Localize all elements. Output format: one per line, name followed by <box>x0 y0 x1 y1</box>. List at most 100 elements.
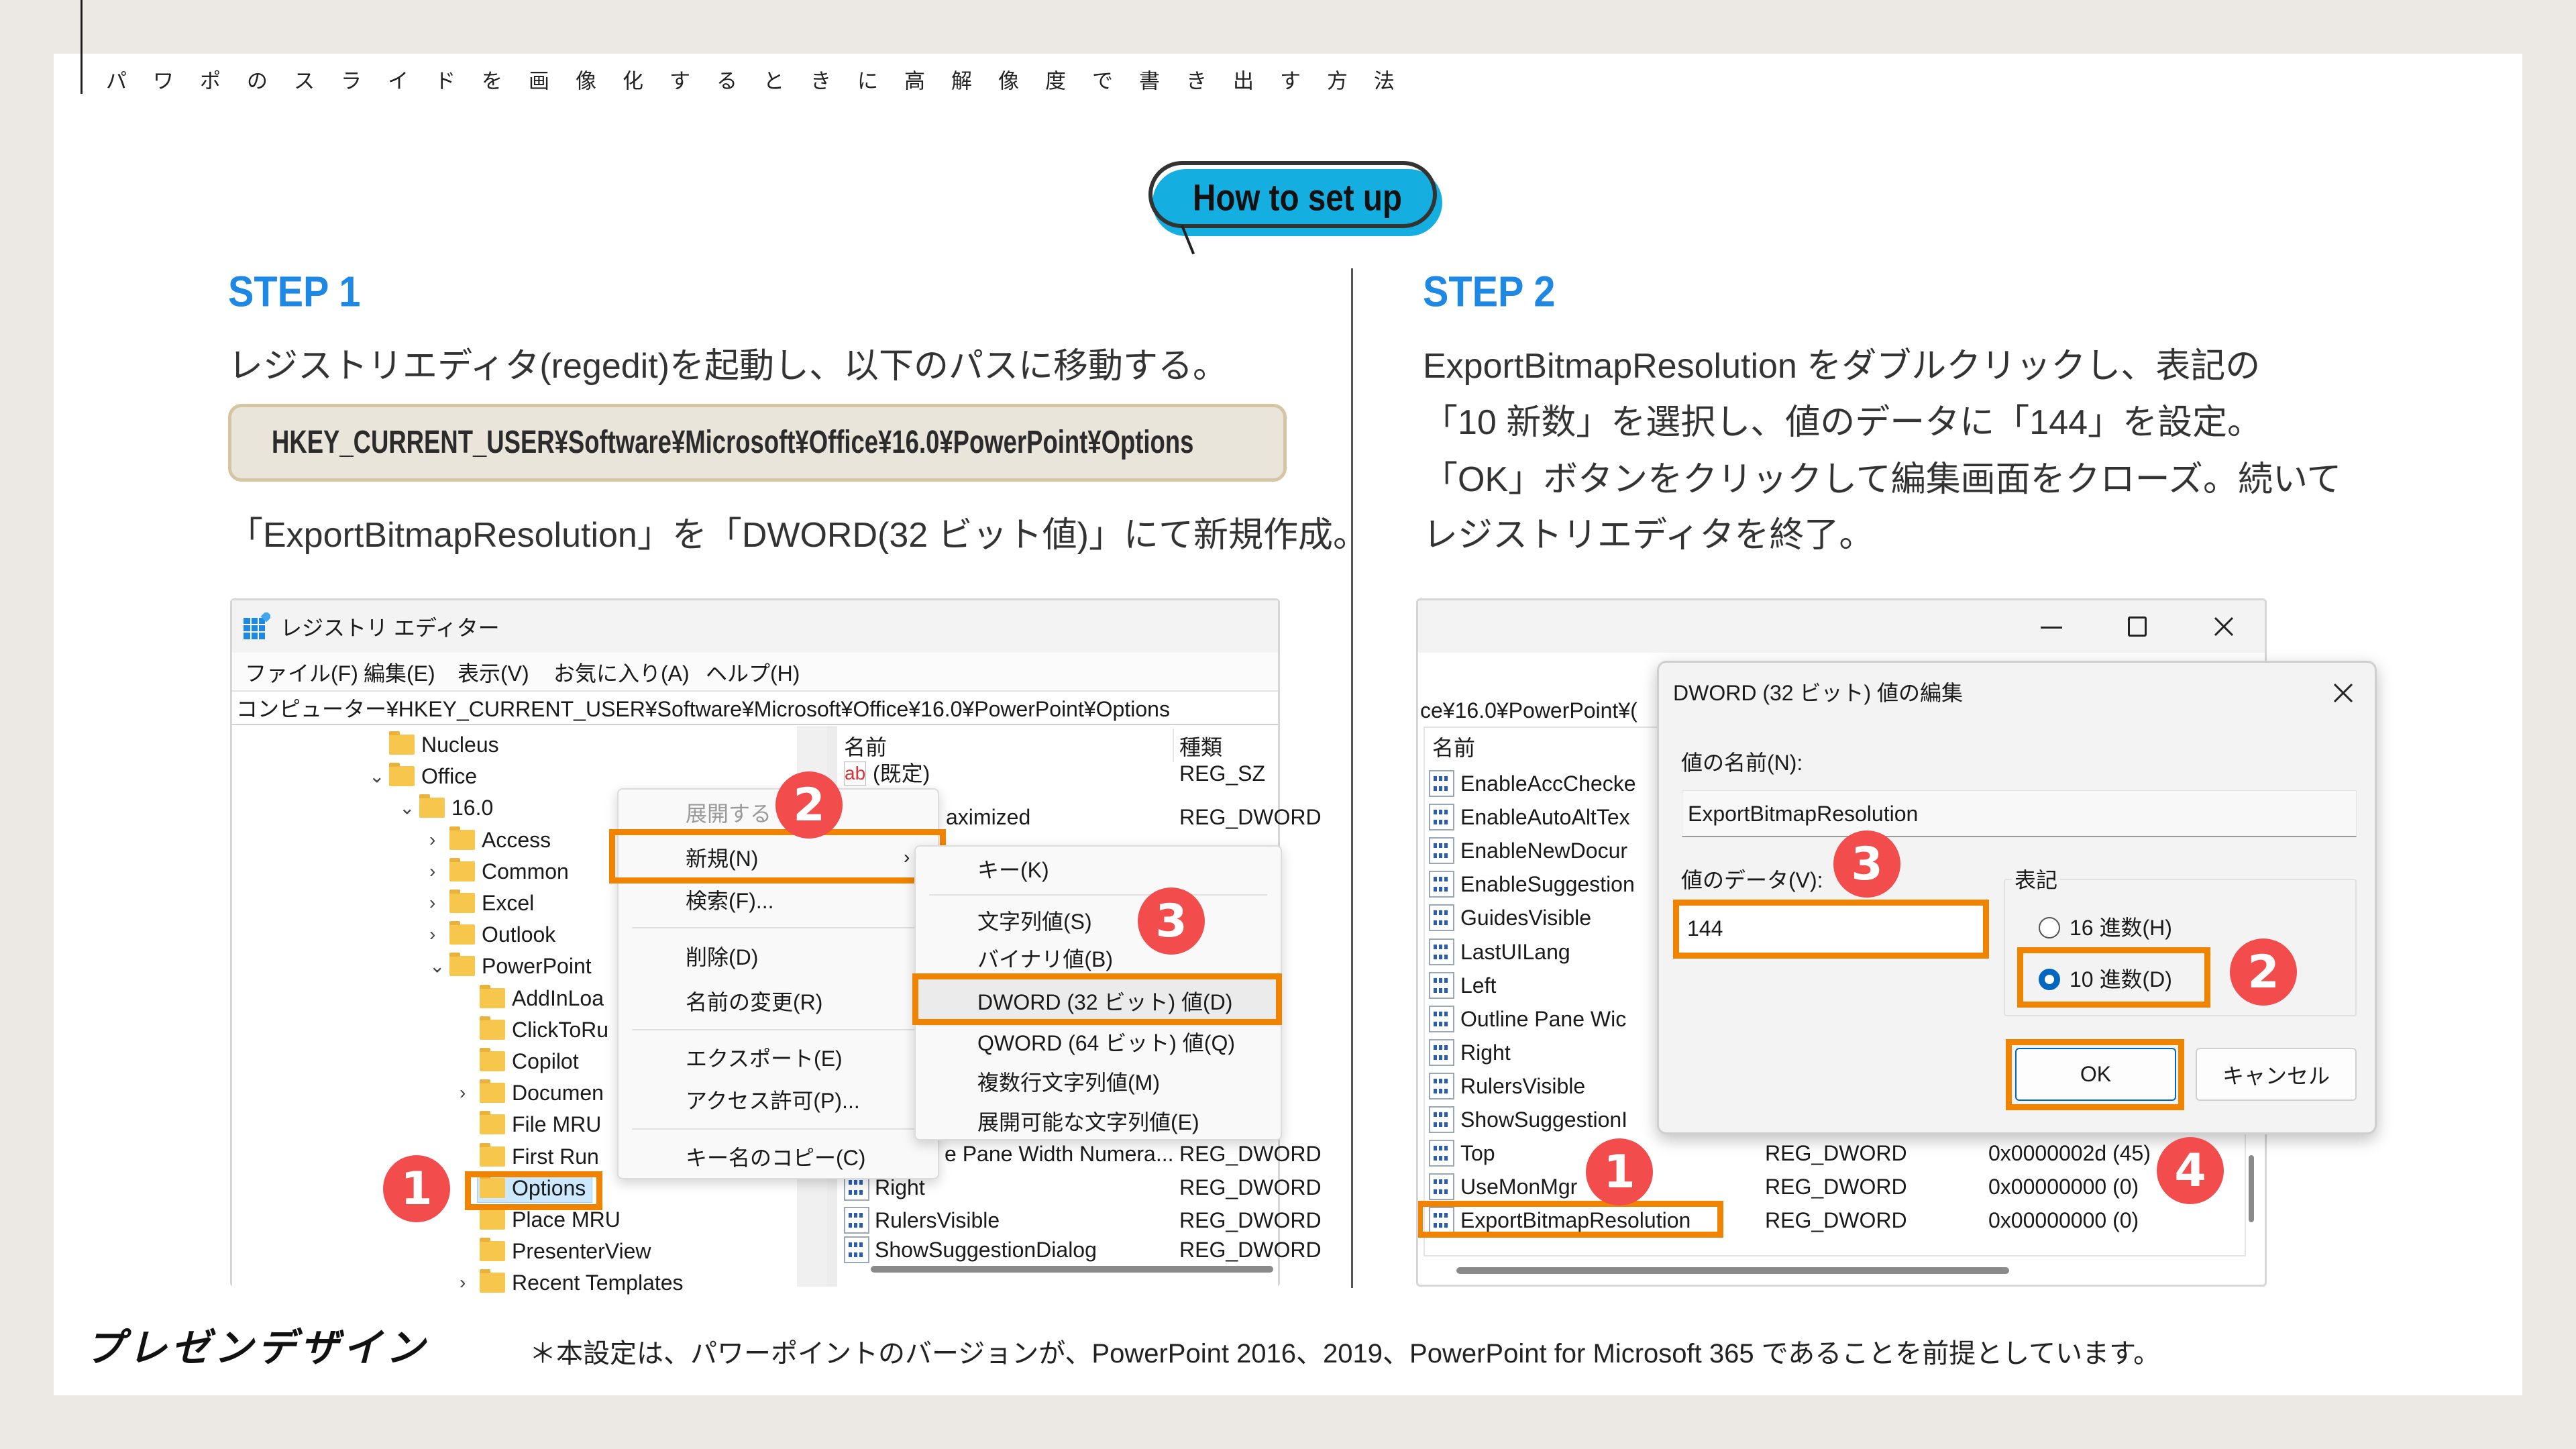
submenu-item-dword[interactable]: DWORD (32 ビット) 値(D) <box>977 989 1233 1014</box>
menu-item-permissions[interactable]: アクセス許可(P)... <box>686 1088 860 1113</box>
tree-item[interactable]: File MRU <box>512 1112 602 1137</box>
radio-hex[interactable] <box>2039 917 2060 938</box>
tree-item[interactable]: ClickToRu <box>512 1017 609 1042</box>
value-name[interactable]: ShowSuggestionDialog <box>875 1238 1097 1262</box>
menu-edit[interactable]: 編集(E) <box>364 661 435 686</box>
dword-edit-dialog: DWORD (32 ビット) 値の編集 値の名前(N): ExportBitma… <box>1657 661 2377 1134</box>
chevron-down-icon[interactable]: ⌄ <box>429 955 445 977</box>
value-name[interactable]: LastUILang <box>1460 939 1570 964</box>
column-name[interactable]: 名前 <box>844 735 888 759</box>
submenu-item-multi-string[interactable]: 複数行文字列値(M) <box>977 1070 1160 1095</box>
value-name[interactable]: e Pane Width Numera... <box>945 1142 1174 1166</box>
value-name[interactable]: EnableNewDocur <box>1460 839 1628 863</box>
submenu-item-qword[interactable]: QWORD (64 ビット) 値(Q) <box>977 1030 1235 1055</box>
submenu-item-binary[interactable]: バイナリ値(B) <box>977 947 1114 971</box>
value-name[interactable]: GuidesVisible <box>1460 906 1592 930</box>
chevron-down-icon[interactable]: ⌄ <box>399 797 415 818</box>
value-name[interactable]: (既定) <box>873 761 930 786</box>
value-name[interactable]: EnableAutoAltTex <box>1460 805 1630 830</box>
chevron-right-icon[interactable]: › <box>429 828 436 850</box>
radio-decimal-label[interactable]: 10 進数(D) <box>2070 967 2172 991</box>
tree-item[interactable]: Copilot <box>512 1049 579 1073</box>
value-name[interactable]: RulersVisible <box>875 1208 1000 1232</box>
chevron-right-icon[interactable]: › <box>460 1272 466 1293</box>
tree-item[interactable]: Place MRU <box>512 1208 621 1232</box>
value-name[interactable]: Right <box>1460 1040 1511 1065</box>
submenu-item-string[interactable]: 文字列値(S) <box>977 909 1092 934</box>
radio-hex-label[interactable]: 16 進数(H) <box>2070 915 2172 940</box>
folder-icon <box>449 826 475 850</box>
value-data-field[interactable]: 144 <box>1678 904 1984 954</box>
radio-decimal[interactable] <box>2039 969 2060 990</box>
ok-button[interactable]: OK <box>2015 1048 2176 1101</box>
vertical-scrollbar[interactable] <box>2249 1155 2254 1222</box>
value-name[interactable]: EnableSuggestion <box>1460 872 1635 897</box>
dword-value-icon <box>1429 871 1454 898</box>
menu-item-delete[interactable]: 削除(D) <box>686 945 759 969</box>
value-name[interactable]: Right <box>875 1175 925 1199</box>
tree-item[interactable]: Recent Templates <box>512 1271 684 1295</box>
column-separator[interactable] <box>1173 729 1174 762</box>
cancel-button[interactable]: キャンセル <box>2196 1048 2357 1101</box>
dword-value-icon <box>1429 1106 1454 1133</box>
value-type: REG_SZ <box>1179 761 1266 786</box>
tree-item[interactable]: PresenterView <box>512 1239 651 1264</box>
submenu-item-expandable-string[interactable]: 展開可能な文字列値(E) <box>977 1110 1199 1134</box>
menu-item-expand[interactable]: 展開する <box>686 801 772 826</box>
submenu-item-key[interactable]: キー(K) <box>977 857 1049 882</box>
chevron-right-icon[interactable]: › <box>429 860 436 881</box>
value-name[interactable]: aximized <box>946 805 1031 829</box>
tree-item[interactable]: 16.0 <box>451 796 494 820</box>
tree-item[interactable]: Options <box>512 1175 586 1200</box>
highlight-export-bitmap <box>1418 1201 1723 1238</box>
folder-icon <box>480 1206 505 1230</box>
menu-file[interactable]: ファイル(F) <box>245 661 358 686</box>
close-icon[interactable] <box>2214 616 2234 637</box>
value-name-field[interactable]: ExportBitmapResolution <box>1682 790 2357 837</box>
horizontal-scrollbar[interactable] <box>871 1266 1273 1273</box>
menu-item-find[interactable]: 検索(F)... <box>686 888 774 913</box>
value-name[interactable]: ShowSuggestionI <box>1460 1108 1628 1132</box>
menu-help[interactable]: ヘルプ(H) <box>706 661 800 686</box>
menu-favorites[interactable]: お気に入り(A) <box>553 661 690 686</box>
close-icon[interactable] <box>2333 683 2353 703</box>
title-bar <box>1418 600 2265 653</box>
address-path[interactable]: ce¥16.0¥PowerPoint¥( <box>1420 698 1638 722</box>
tree-item[interactable]: First Run <box>512 1144 599 1169</box>
tree-item[interactable]: Documen <box>512 1081 604 1106</box>
value-name[interactable]: Outline Pane Wic <box>1460 1006 1627 1031</box>
maximize-icon[interactable] <box>2128 616 2147 637</box>
tree-item[interactable]: Outlook <box>482 922 556 947</box>
value-name[interactable]: Top <box>1460 1141 1495 1166</box>
chevron-right-icon[interactable]: › <box>429 924 436 945</box>
menu-item-copy-key-name[interactable]: キー名のコピー(C) <box>686 1145 866 1170</box>
column-type[interactable]: 種類 <box>1179 735 1223 759</box>
submenu-hover <box>918 978 1281 1026</box>
tree-item[interactable]: Common <box>482 859 569 883</box>
tree-item[interactable]: Office <box>421 764 477 789</box>
value-name[interactable]: EnableAccChecke <box>1460 771 1636 796</box>
value-name[interactable]: RulersVisible <box>1460 1073 1586 1098</box>
menu-item-rename[interactable]: 名前の変更(R) <box>686 989 823 1014</box>
menu-item-new[interactable]: 新規(N) <box>686 846 759 871</box>
tree-item[interactable]: Nucleus <box>421 733 499 757</box>
tree-item[interactable]: PowerPoint <box>482 954 592 979</box>
folder-icon <box>449 921 475 945</box>
value-name[interactable]: Left <box>1460 973 1497 998</box>
column-name[interactable]: 名前 <box>1432 735 1476 760</box>
chevron-right-icon[interactable]: › <box>429 892 436 913</box>
tree-item[interactable]: AddInLoa <box>512 985 604 1010</box>
menu-item-export[interactable]: エクスポート(E) <box>686 1046 843 1071</box>
value-name[interactable]: ExportBitmapResolution <box>1460 1208 1691 1233</box>
value-type: REG_DWORD <box>1179 1142 1322 1166</box>
how-to-badge-outline <box>1148 161 1437 228</box>
horizontal-scrollbar[interactable] <box>1456 1267 2009 1274</box>
tree-item[interactable]: Excel <box>482 891 535 915</box>
chevron-right-icon[interactable]: › <box>460 1082 466 1104</box>
minimize-icon[interactable] <box>2041 627 2062 629</box>
address-bar[interactable]: コンピューター¥HKEY_CURRENT_USER¥Software¥Micro… <box>232 690 1278 725</box>
menu-view[interactable]: 表示(V) <box>458 661 529 686</box>
value-name[interactable]: UseMonMgr <box>1460 1175 1578 1199</box>
tree-item[interactable]: Access <box>482 827 551 852</box>
chevron-down-icon[interactable]: ⌄ <box>369 765 385 787</box>
